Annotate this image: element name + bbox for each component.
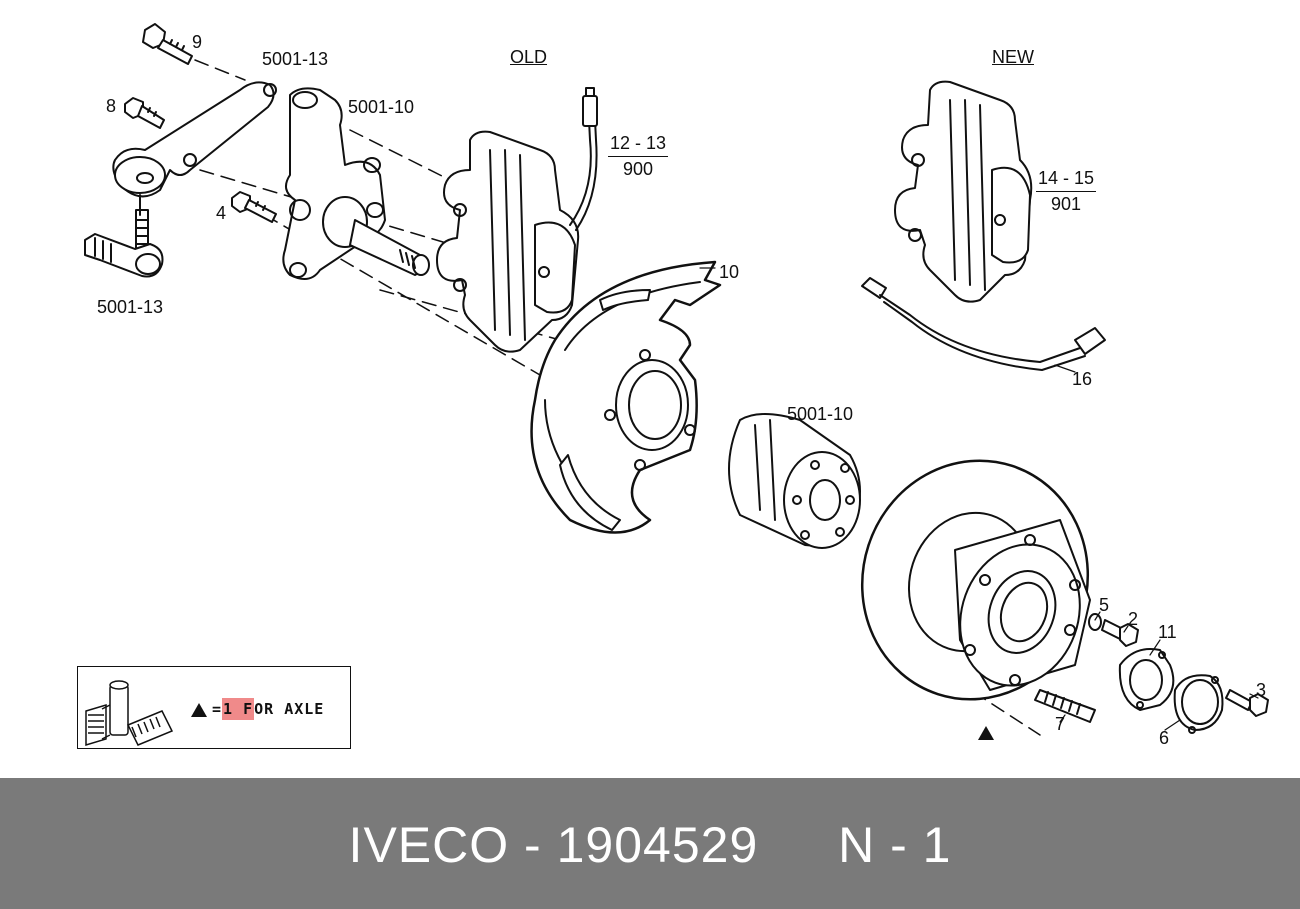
label-part-3: 3 [1256,680,1267,700]
bolt-4-shape [231,191,277,223]
legend-box: =1 FOR AXLE [77,666,351,749]
legend-rest-first: F [243,700,254,718]
brake-hose-shape [861,277,1106,371]
label-part-5001-10-top: 5001-10 [348,97,415,117]
legend-qty: 1 [223,700,234,718]
hub-cap-shape [1173,674,1224,734]
bolt-3-shape [1225,689,1269,717]
label-part-14-15-901: 14 - 15 901 [1036,168,1097,214]
label-part-6: 6 [1159,728,1170,748]
parts-diagram: 9 5001-13 5001-10 8 4 5001-13 OLD NEW 12… [77,23,1269,749]
tie-rod-end-shape [84,233,164,278]
parts-logo-icon [85,680,174,747]
brake-disc-shape [860,459,1091,701]
washer-bolt-shape [1088,613,1139,647]
leader-lines [699,267,1259,731]
old-caliper-shape [436,87,598,353]
legend-rest: OR AXLE [254,700,325,718]
label-part-5001-13-top: 5001-13 [262,49,329,69]
label-part-8: 8 [106,96,117,116]
footer-page: N - 1 [838,817,952,873]
triangle-marker-icon [978,726,994,740]
label-part-5001-10-mid: 5001-10 [787,404,854,424]
label-part-5001-13-bottom: 5001-13 [97,297,164,317]
label-new: NEW [992,47,1034,67]
label-part-7: 7 [1055,714,1066,734]
label-part-12-13: 12 - 13 [608,133,669,157]
label-part-5: 5 [1099,595,1110,615]
footer-part-number: 1904529 [556,817,759,873]
label-part-10: 10 [719,262,740,282]
label-part-4: 4 [216,203,227,223]
footer-bar: IVECO - 1904529 N - 1 [0,778,1300,909]
legend-qty-highlight: 1 F [222,698,255,720]
exploded-view-drawing [84,23,1269,740]
label-part-14-15: 14 - 15 [1036,168,1097,192]
legend-triangle-icon [191,703,207,717]
footer-title: IVECO - 1904529 N - 1 [0,816,1300,874]
label-part-900: 900 [623,158,654,179]
gasket-shape [1118,648,1175,711]
legend-eq: = [212,700,223,718]
footer-brand: IVECO [348,817,510,873]
wheel-stud-shape [1034,689,1096,723]
label-part-11: 11 [1158,622,1177,642]
new-caliper-shape [894,80,1033,303]
label-part-9: 9 [192,32,203,52]
footer-separator: - [524,817,542,873]
steering-knuckle-shape [282,87,430,280]
label-part-2: 2 [1128,609,1139,629]
bolt-9-shape [142,23,193,65]
steering-arm-shape [112,81,277,261]
label-part-16: 16 [1072,369,1093,389]
label-old: OLD [510,47,548,67]
dust-shield-shape [530,260,722,534]
label-part-901: 901 [1051,193,1082,214]
bolt-8-shape [124,97,165,129]
legend-text: =1 FOR AXLE [212,698,325,720]
wheel-bearing-shape [728,413,861,549]
label-part-12-13-900: 12 - 13 900 [608,133,669,179]
